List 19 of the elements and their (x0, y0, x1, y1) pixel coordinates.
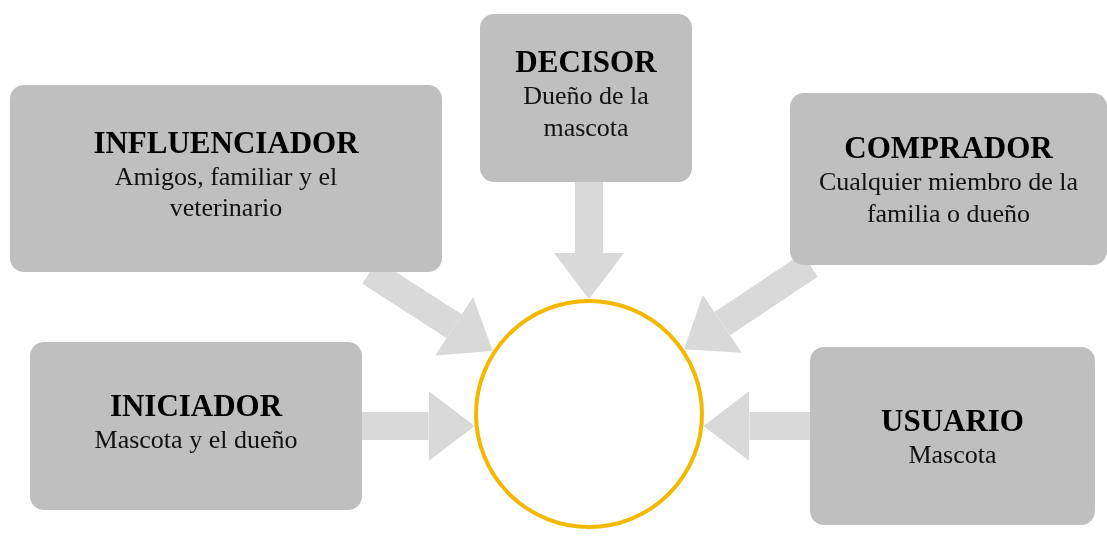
role-heading: USUARIO (881, 401, 1024, 439)
role-heading: INICIADOR (109, 386, 283, 424)
role-description: Cualquier miembro de la familia o dueño (817, 166, 1080, 229)
center-circle (474, 298, 704, 530)
role-box (810, 347, 1095, 525)
block-arrow (554, 182, 624, 299)
role-description: Amigos, familiar y el veterinario (113, 160, 339, 224)
role-heading: INFLUENCIADOR (93, 123, 359, 161)
role-description: Dueño de la mascota (522, 80, 650, 143)
role-box (480, 14, 692, 182)
block-arrow (703, 391, 810, 461)
role-box (790, 93, 1107, 265)
role-heading: DECISOR (515, 43, 657, 81)
role-box (10, 85, 442, 272)
block-arrow (362, 391, 475, 461)
role-box (30, 342, 362, 510)
role-description: Mascota y el dueño (93, 424, 299, 456)
role-heading: COMPRADOR (844, 129, 1053, 167)
role-description: Mascota (907, 439, 998, 471)
